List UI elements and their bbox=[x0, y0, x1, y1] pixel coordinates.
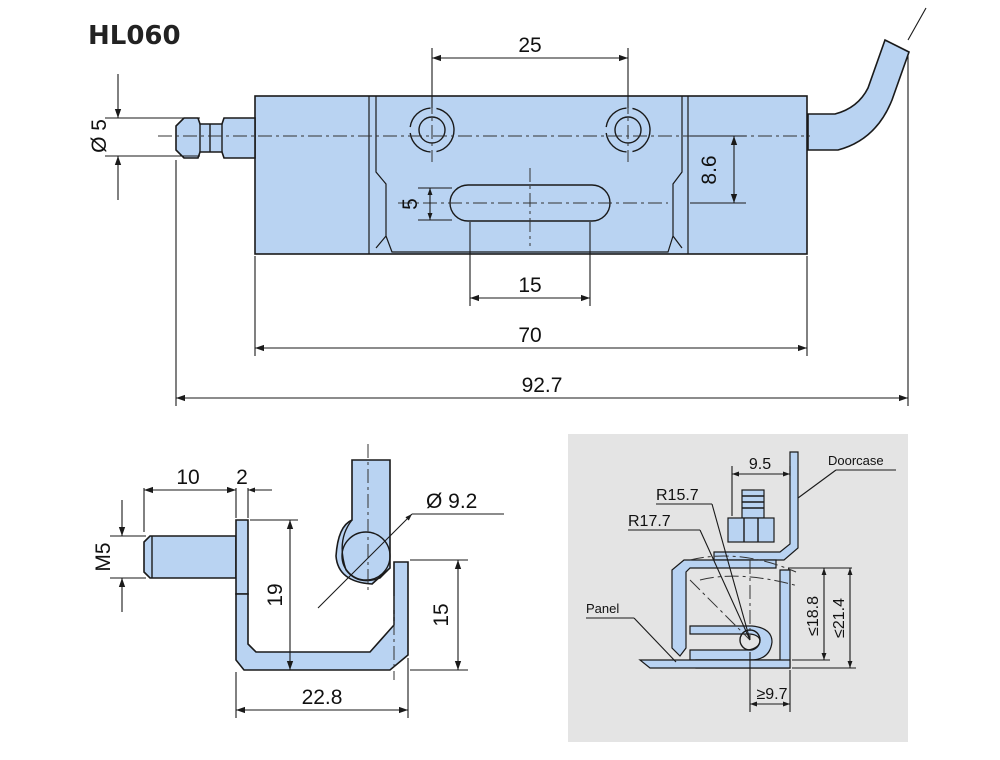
dim-thread-length: 10 bbox=[176, 466, 199, 489]
panel bbox=[638, 659, 791, 669]
dim-pin-diameter: Ø 5 bbox=[88, 119, 111, 153]
latch-knuckle bbox=[689, 625, 773, 661]
dim-hole-spacing: 25 bbox=[518, 34, 541, 57]
dim-slot-length: 15 bbox=[518, 274, 541, 297]
dim-install-3: ≥9.7 bbox=[756, 686, 787, 703]
handle-rod bbox=[807, 38, 910, 151]
install-panel-background bbox=[568, 434, 908, 742]
dim-overall-length: 92.7 bbox=[522, 374, 563, 397]
dim-height-19: 19 bbox=[264, 583, 287, 606]
dim-install-2: ≤21.4 bbox=[831, 598, 848, 638]
dim-radius-2: R17.7 bbox=[628, 513, 671, 530]
dim-install-1: ≤18.8 bbox=[805, 596, 822, 636]
dim-thread: M5 bbox=[92, 542, 115, 571]
dim-slot-width: 5 bbox=[399, 198, 422, 210]
inner-plate bbox=[368, 96, 689, 254]
dim-radius-1: R15.7 bbox=[656, 487, 699, 504]
product-code: HL060 bbox=[88, 21, 181, 51]
flange bbox=[235, 519, 249, 595]
top-view: 25 Ø 5 8.6 5 15 70 92.7 bbox=[88, 7, 927, 406]
dim-install-width: 9.5 bbox=[749, 456, 771, 473]
bracket bbox=[235, 561, 409, 671]
latch-bracket bbox=[671, 559, 777, 657]
dim-knuckle-diameter: Ø 9.2 bbox=[426, 490, 477, 513]
latch-body bbox=[254, 95, 808, 255]
installation-view: 9.5 Doorcase R15.7 R17.7 Panel ≤18.8 ≤21… bbox=[568, 434, 908, 742]
hinge-knuckle bbox=[335, 459, 391, 585]
label-doorcase: Doorcase bbox=[828, 453, 884, 468]
dim-base-length: 22.8 bbox=[302, 686, 343, 709]
nut bbox=[727, 517, 775, 543]
bolt bbox=[741, 489, 765, 519]
dim-height-15: 15 bbox=[430, 603, 453, 626]
dim-body-length: 70 bbox=[518, 324, 541, 347]
dim-hole-offset: 8.6 bbox=[698, 155, 721, 184]
label-panel: Panel bbox=[586, 601, 619, 616]
dim-flange: 2 bbox=[236, 466, 248, 489]
latch-pin bbox=[175, 117, 256, 159]
side-view: 10 2 M5 19 Ø 9.2 15 22.8 bbox=[92, 444, 504, 718]
threaded-stud bbox=[143, 535, 237, 579]
